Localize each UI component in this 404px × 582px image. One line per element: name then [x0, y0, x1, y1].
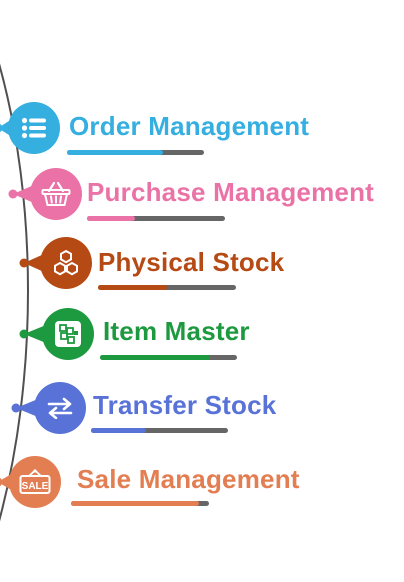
timeline-dot — [11, 403, 21, 413]
sale-sign-icon: SALE — [19, 469, 51, 495]
module-label: Transfer Stock — [93, 390, 277, 420]
progress-fill — [67, 150, 163, 155]
basket-icon — [41, 181, 71, 207]
module-label: Order Management — [69, 111, 310, 141]
progress-fill — [87, 216, 135, 221]
progress-fill — [71, 501, 199, 506]
cubes-icon — [53, 319, 83, 349]
timeline-dot — [0, 123, 3, 133]
module-pin — [42, 308, 94, 360]
swap-arrows-icon — [46, 397, 74, 419]
hexagons-icon — [51, 249, 81, 277]
module-label: Item Master — [103, 316, 250, 346]
progress-fill — [100, 355, 210, 360]
module-pin — [34, 382, 86, 434]
module-pin — [8, 102, 60, 154]
timeline-dot — [8, 189, 18, 199]
progress-fill — [98, 285, 167, 290]
module-label: Purchase Management — [87, 177, 375, 207]
sale-sign-text: SALE — [22, 481, 49, 492]
timeline-dot — [0, 477, 3, 487]
module-pin — [30, 168, 82, 220]
timeline-dot — [19, 329, 29, 339]
timeline-dot — [19, 258, 29, 268]
list-icon — [21, 117, 47, 139]
pin-tail — [24, 325, 46, 343]
pin-tail — [13, 185, 34, 203]
module-pin: SALE — [9, 456, 61, 508]
pin-tail — [24, 254, 44, 272]
module-label: Sale Management — [77, 464, 300, 494]
module-pin — [40, 237, 92, 289]
module-label: Physical Stock — [98, 247, 285, 277]
pin-tail — [16, 399, 38, 417]
progress-fill — [91, 428, 146, 433]
